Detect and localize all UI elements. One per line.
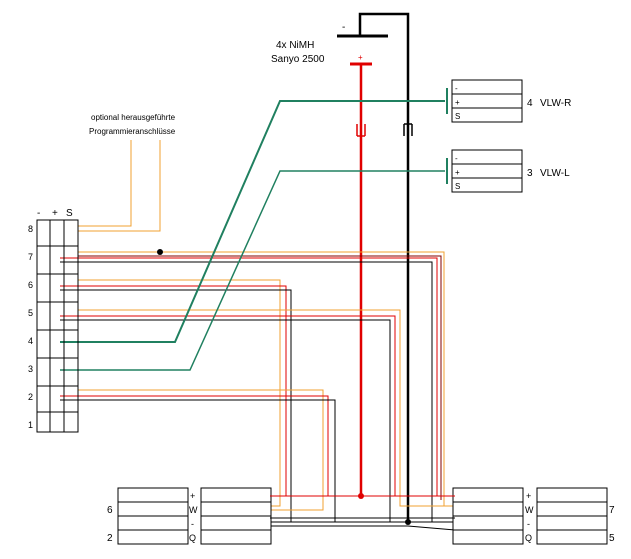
bottom-left-pin-w: W [189,505,198,515]
receiver: - + S 8 7 6 5 4 3 2 1 [28,208,79,433]
junction-dot-ground [405,519,411,525]
bottom-left-number-bottom: 2 [107,533,113,544]
servo-connector-vlw-l: - + S 3 VLW-L [446,149,570,193]
battery-type-label: 4x NiMH [276,40,314,51]
receiver-header-minus: - [37,208,40,219]
bottom-left-pin-q: Q [189,533,196,543]
receiver-grid [36,219,79,433]
vlw-r-pin-plus: + [455,98,460,107]
junction-dot-signal [157,249,163,255]
battery-model-label: Sanyo 2500 [271,54,325,65]
channel-wires [60,140,456,531]
bottom-left-pin-minus: - [191,519,194,529]
annotation-line-1: optional herausgeführte [91,113,176,122]
receiver-channel-7: 7 [28,252,33,262]
vlw-r-name: VLW-R [540,98,571,109]
battery: - + 4x NiMH Sanyo 2500 [271,22,388,66]
vlw-r-number: 4 [527,98,533,109]
bottom-right-pin-w: W [525,505,534,515]
vlw-l-name: VLW-L [540,168,570,179]
battery-minus-label: - [342,22,345,33]
vlw-r-pin-minus: - [455,84,458,93]
vlw-r-pin-signal: S [455,112,460,121]
bottom-left-number-top: 6 [107,505,113,516]
servo-signal-wires [60,100,445,371]
ground-wires [358,12,413,522]
receiver-channel-1: 1 [28,420,33,430]
battery-plus-label: + [358,53,363,62]
bottom-right-number-top: 7 [609,505,615,516]
receiver-header-signal: S [66,208,73,219]
vlw-l-pin-plus: + [455,168,460,177]
power-wires [356,64,366,496]
vlw-l-pin-minus: - [455,154,458,163]
bottom-right-pin-minus: - [527,519,530,529]
receiver-channel-2: 2 [28,392,33,402]
bottom-left-pin-plus: + [190,491,195,501]
bottom-right-pin-plus: + [526,491,531,501]
receiver-channel-4: 4 [28,336,33,346]
programming-annotation: optional herausgeführte Programmieransch… [89,113,176,136]
receiver-channel-6: 6 [28,280,33,290]
annotation-line-2: Programmieranschlüsse [89,127,176,136]
vlw-l-number: 3 [527,168,533,179]
connector-wire-stubs [270,495,455,519]
vlw-l-pin-signal: S [455,182,460,191]
bottom-right-pin-q: Q [525,533,532,543]
receiver-channel-5: 5 [28,308,33,318]
bottom-right-connector [452,487,608,545]
servo-connector-vlw-r: - + S 4 VLW-R [446,79,571,123]
receiver-channel-3: 3 [28,364,33,374]
bottom-left-connector [117,487,272,545]
receiver-channel-8: 8 [28,224,33,234]
bottom-right-number-bottom: 5 [609,533,615,544]
receiver-header-plus: + [52,208,58,219]
